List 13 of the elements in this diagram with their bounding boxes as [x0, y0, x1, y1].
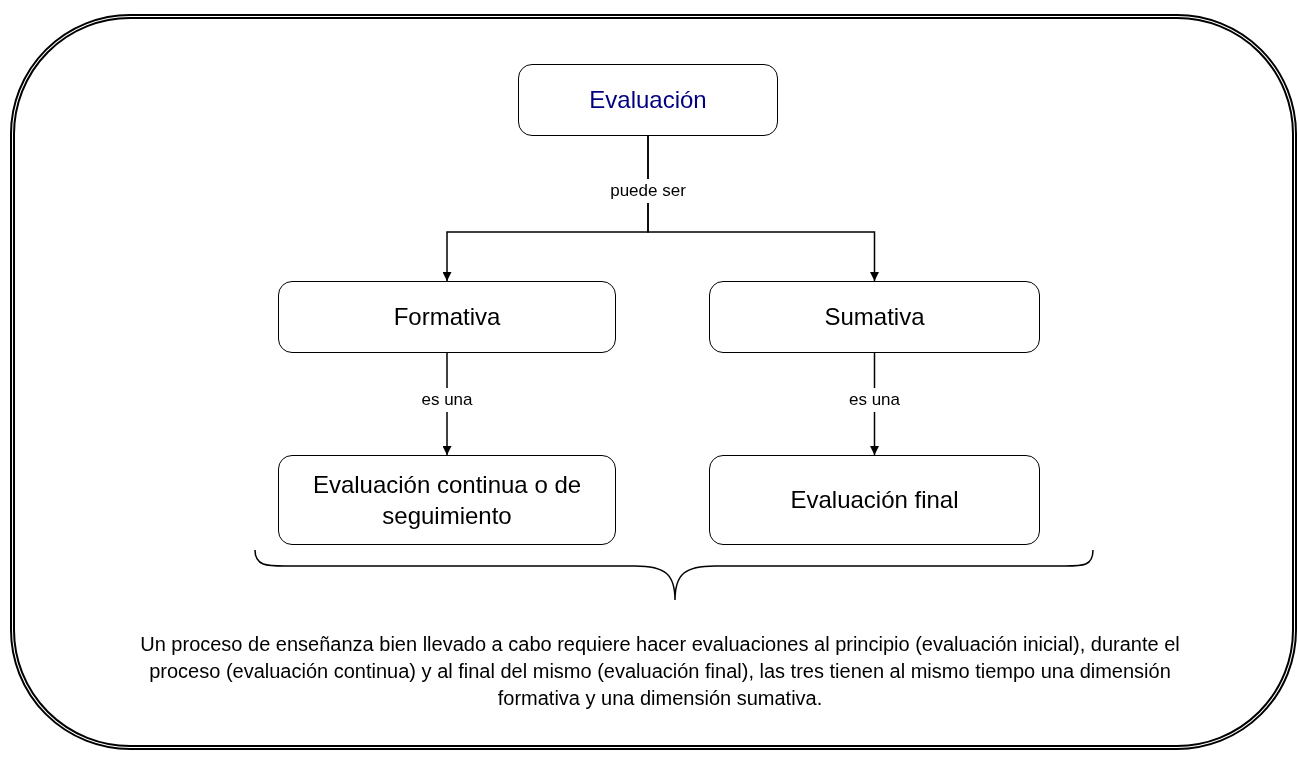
- concept-box: [518, 64, 778, 136]
- concept-box: [709, 455, 1040, 545]
- concept-box: [278, 455, 616, 545]
- concept-text: Formativa: [393, 302, 501, 333]
- concept-text: Evaluación final: [790, 485, 959, 516]
- concept-text: Evaluación: [589, 85, 707, 116]
- connector-arrow: [647, 135, 879, 282]
- concept-box: [278, 281, 616, 353]
- concept-text: Sumativa: [824, 302, 925, 333]
- rounded-frame: [10, 14, 1297, 750]
- note-paragraph: Un proceso de enseñanza bien llevado a cabo requiere hacer evaluaciones al principio (evaluación inicial), durante el proceso (evaluación continua) y al final del mismo (evaluación final), las tres tienen al mismo tiempo una dimensión formativa y una dimensión sumativa.: [139, 632, 1181, 711]
- concept-box: [709, 281, 1040, 353]
- concept-text: Evaluación continua o de seguimiento: [311, 469, 583, 531]
